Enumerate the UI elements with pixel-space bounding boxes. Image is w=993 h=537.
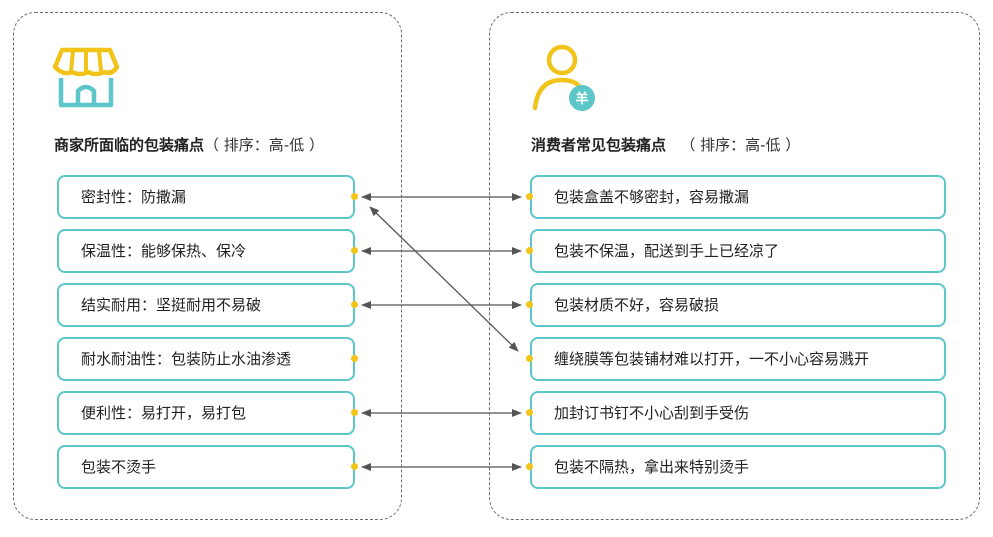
- merchant-item: 保温性：能够保热、保冷: [57, 229, 355, 273]
- consumer-sort-note: （ 排序：高-低 ）: [680, 136, 801, 154]
- merchant-connector-dot: [351, 301, 358, 308]
- consumer-connector-dot: [526, 355, 533, 362]
- user-money-icon: 羊: [532, 44, 595, 111]
- consumer-item: 加封订书钉不小心刮到手受伤: [530, 391, 946, 435]
- merchant-sort-note: （ 排序：高-低 ）: [204, 136, 324, 154]
- consumer-item: 缠绕膜等包装铺材难以打开，一不小心容易溅开: [530, 337, 946, 381]
- merchant-connector-dot: [351, 247, 358, 254]
- consumer-title: 消费者常见包装痛点: [531, 136, 667, 154]
- merchant-item: 包装不烫手: [57, 445, 355, 489]
- merchant-connector-dot: [351, 193, 358, 200]
- merchant-item: 耐水耐油性：包装防止水油渗透: [57, 337, 355, 381]
- consumer-item: 包装材质不好，容易破损: [530, 283, 946, 327]
- consumer-connector-dot: [526, 463, 533, 470]
- consumer-item: 包装盒盖不够密封，容易撒漏: [530, 175, 946, 219]
- merchant-connector-dot: [351, 355, 358, 362]
- consumer-heading: 消费者常见包装痛点 （ 排序：高-低 ）: [531, 134, 800, 156]
- merchant-item: 密封性：防撒漏: [57, 175, 355, 219]
- consumer-connector-dot: [526, 247, 533, 254]
- merchant-title: 商家所面临的包装痛点: [54, 136, 205, 154]
- consumer-connector-dot: [526, 301, 533, 308]
- shop-icon: [52, 47, 120, 108]
- consumer-item: 包装不保温，配送到手上已经凉了: [530, 229, 946, 273]
- consumer-item: 包装不隔热，拿出来特别烫手: [530, 445, 946, 489]
- merchant-item: 结实耐用：坚挺耐用不易破: [57, 283, 355, 327]
- merchant-connector-dot: [351, 409, 358, 416]
- coin-glyph: 羊: [575, 91, 588, 107]
- merchant-item: 便利性：易打开，易打包: [57, 391, 355, 435]
- merchant-heading: 商家所面临的包装痛点（ 排序：高-低 ）: [54, 134, 324, 156]
- merchant-connector-dot: [351, 463, 358, 470]
- consumer-connector-dot: [526, 409, 533, 416]
- consumer-connector-dot: [526, 193, 533, 200]
